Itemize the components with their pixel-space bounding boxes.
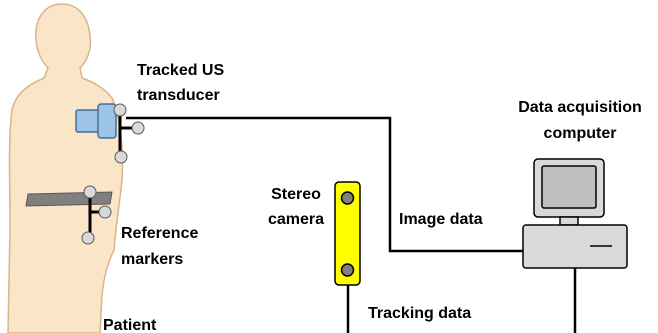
stereo-camera-lens-bottom bbox=[340, 263, 355, 277]
label-computer-line2: computer bbox=[544, 125, 617, 142]
reference-belt bbox=[25, 191, 113, 207]
reference-marker-bottom bbox=[81, 231, 95, 245]
image-data-cable bbox=[126, 116, 523, 253]
us-marker-bottom bbox=[114, 150, 128, 164]
label-patient: Patient bbox=[103, 317, 157, 333]
us-marker-right bbox=[131, 121, 145, 135]
computer-neck bbox=[559, 216, 579, 226]
label-reference-line2: markers bbox=[121, 251, 183, 268]
computer-screen bbox=[541, 165, 597, 209]
reference-marker-right bbox=[98, 205, 112, 219]
label-computer-line1: Data acquisition bbox=[518, 99, 642, 116]
us-transducer-head bbox=[97, 103, 117, 139]
label-stereo-line2: camera bbox=[268, 211, 324, 228]
stereo-camera-body bbox=[334, 181, 361, 286]
cables bbox=[126, 116, 577, 333]
label-reference-line1: Reference bbox=[121, 225, 198, 242]
label-tracked-us-line2: transducer bbox=[137, 87, 220, 104]
label-image-data: Image data bbox=[399, 211, 483, 228]
computer-base bbox=[522, 224, 628, 269]
us-transducer-assembly bbox=[75, 103, 145, 164]
label-stereo-line1: Stereo bbox=[271, 186, 321, 203]
computer-icon bbox=[522, 158, 628, 269]
stereo-camera bbox=[334, 181, 361, 286]
patient-figure bbox=[7, 3, 124, 333]
label-tracked-us-line1: Tracked US bbox=[137, 62, 224, 79]
stereo-camera-lens-top bbox=[340, 191, 355, 205]
us-marker-top bbox=[113, 103, 127, 117]
label-tracking-data: Tracking data bbox=[368, 305, 471, 322]
reference-markers-assembly bbox=[25, 185, 113, 245]
reference-marker-top bbox=[83, 185, 97, 199]
patient-silhouette bbox=[7, 3, 124, 333]
